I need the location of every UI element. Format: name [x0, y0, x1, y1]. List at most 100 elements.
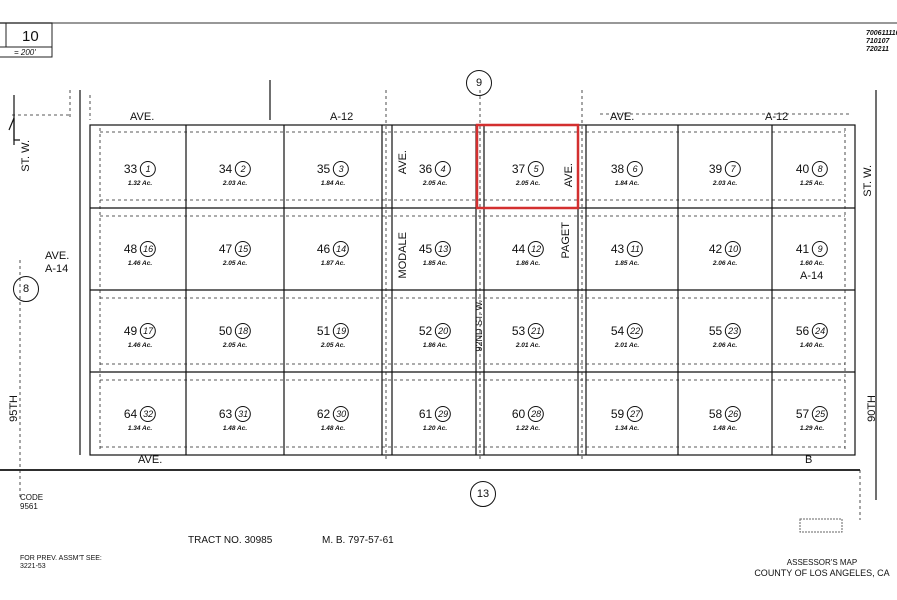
parcel-id-circle: 28 — [528, 405, 545, 422]
parcel-number: 45 — [418, 242, 433, 256]
parcel-number: 58 — [708, 407, 723, 421]
map-title-line1: ASSESSOR'S MAP — [786, 558, 858, 567]
parcel-id-circle: 19 — [333, 322, 350, 339]
street-label: AVE. — [610, 111, 635, 123]
parcel-acreage: 1.32 Ac. — [127, 180, 153, 187]
parcel-id-circle: 7 — [725, 160, 742, 177]
block-outline — [0, 80, 877, 500]
parcel-acreage: 2.05 Ac. — [222, 342, 248, 349]
parcel-acreage: 2.05 Ac. — [320, 342, 346, 349]
highlighted-parcel-box[interactable] — [475, 123, 580, 210]
parcel-number: 39 — [708, 162, 723, 176]
parcel-acreage: 1.85 Ac. — [422, 260, 448, 267]
map-book-reference: M. B. 797-57-61 — [322, 535, 394, 546]
parcel-number: 33 — [123, 162, 138, 176]
parcel-acreage: 1.40 Ac. — [799, 342, 825, 349]
parcel-number: 64 — [123, 407, 138, 421]
parcel-acreage: 1.34 Ac. — [127, 425, 153, 432]
future-street-lines — [12, 90, 861, 520]
adjacent-map-top-link[interactable]: 9 — [466, 70, 492, 96]
parcel-number: 48 — [123, 242, 138, 256]
parcel-id-circle: 14 — [333, 240, 350, 257]
parcel-id-circle: 31 — [235, 405, 252, 422]
parcel-number: 55 — [708, 324, 723, 338]
map-page-number: 10 — [22, 28, 39, 45]
adjacent-map-left-link[interactable]: 8 — [13, 276, 39, 302]
street-label: A-12 — [765, 111, 789, 123]
prev-assessment-value[interactable]: 3221-53 — [20, 563, 46, 570]
parcel-number: 37 — [511, 162, 526, 176]
stamp-box — [799, 518, 843, 533]
revision-code: 710107 — [866, 38, 890, 45]
parcel-acreage: 1.48 Ac. — [320, 425, 346, 432]
parcel-id-circle: 8 — [812, 160, 829, 177]
map-title: ASSESSOR'S MAP COUNTY OF LOS ANGELES, CA — [747, 558, 897, 578]
map-title-line2: COUNTY OF LOS ANGELES, CA — [754, 568, 890, 578]
street-label: AVE. — [130, 111, 155, 123]
parcel-acreage: 1.84 Ac. — [320, 180, 346, 187]
parcel-id-circle: 6 — [627, 160, 644, 177]
parcel-id-circle: 17 — [140, 322, 157, 339]
parcel-acreage: 1.20 Ac. — [422, 425, 448, 432]
parcel-id-circle: 4 — [435, 160, 452, 177]
parcel-number: 62 — [316, 407, 331, 421]
parcel-id-circle: 15 — [235, 240, 252, 257]
parcel-number: 40 — [795, 162, 810, 176]
parcel-number: 54 — [610, 324, 625, 338]
adjacent-map-bottom-link[interactable]: 13 — [470, 481, 496, 507]
page-box — [0, 22, 53, 58]
north-arrow-icon — [8, 95, 20, 145]
street-label: PAGET — [560, 222, 572, 259]
parcel-id-circle: 26 — [725, 405, 742, 422]
street-label: A-12 — [330, 111, 354, 123]
street-label: ST. W. — [20, 140, 32, 172]
map-scale: = 200' — [14, 48, 36, 57]
parcel-id-circle: 24 — [812, 322, 829, 339]
street-label: AVE. — [45, 250, 70, 262]
parcel-number: 50 — [218, 324, 233, 338]
street-label: 92ND ST. W. — [474, 300, 484, 352]
parcel-number: 63 — [218, 407, 233, 421]
parcel-id-circle: 22 — [627, 322, 644, 339]
parcel-id-circle: 25 — [812, 405, 829, 422]
parcel-number: 49 — [123, 324, 138, 338]
parcel-id-circle: 2 — [235, 160, 252, 177]
street-label: MODALE — [397, 232, 409, 279]
street-label: A-14 — [45, 263, 69, 275]
parcel-id-circle: 1 — [140, 160, 157, 177]
parcel-acreage: 1.48 Ac. — [712, 425, 738, 432]
parcel-acreage: 2.01 Ac. — [515, 342, 541, 349]
